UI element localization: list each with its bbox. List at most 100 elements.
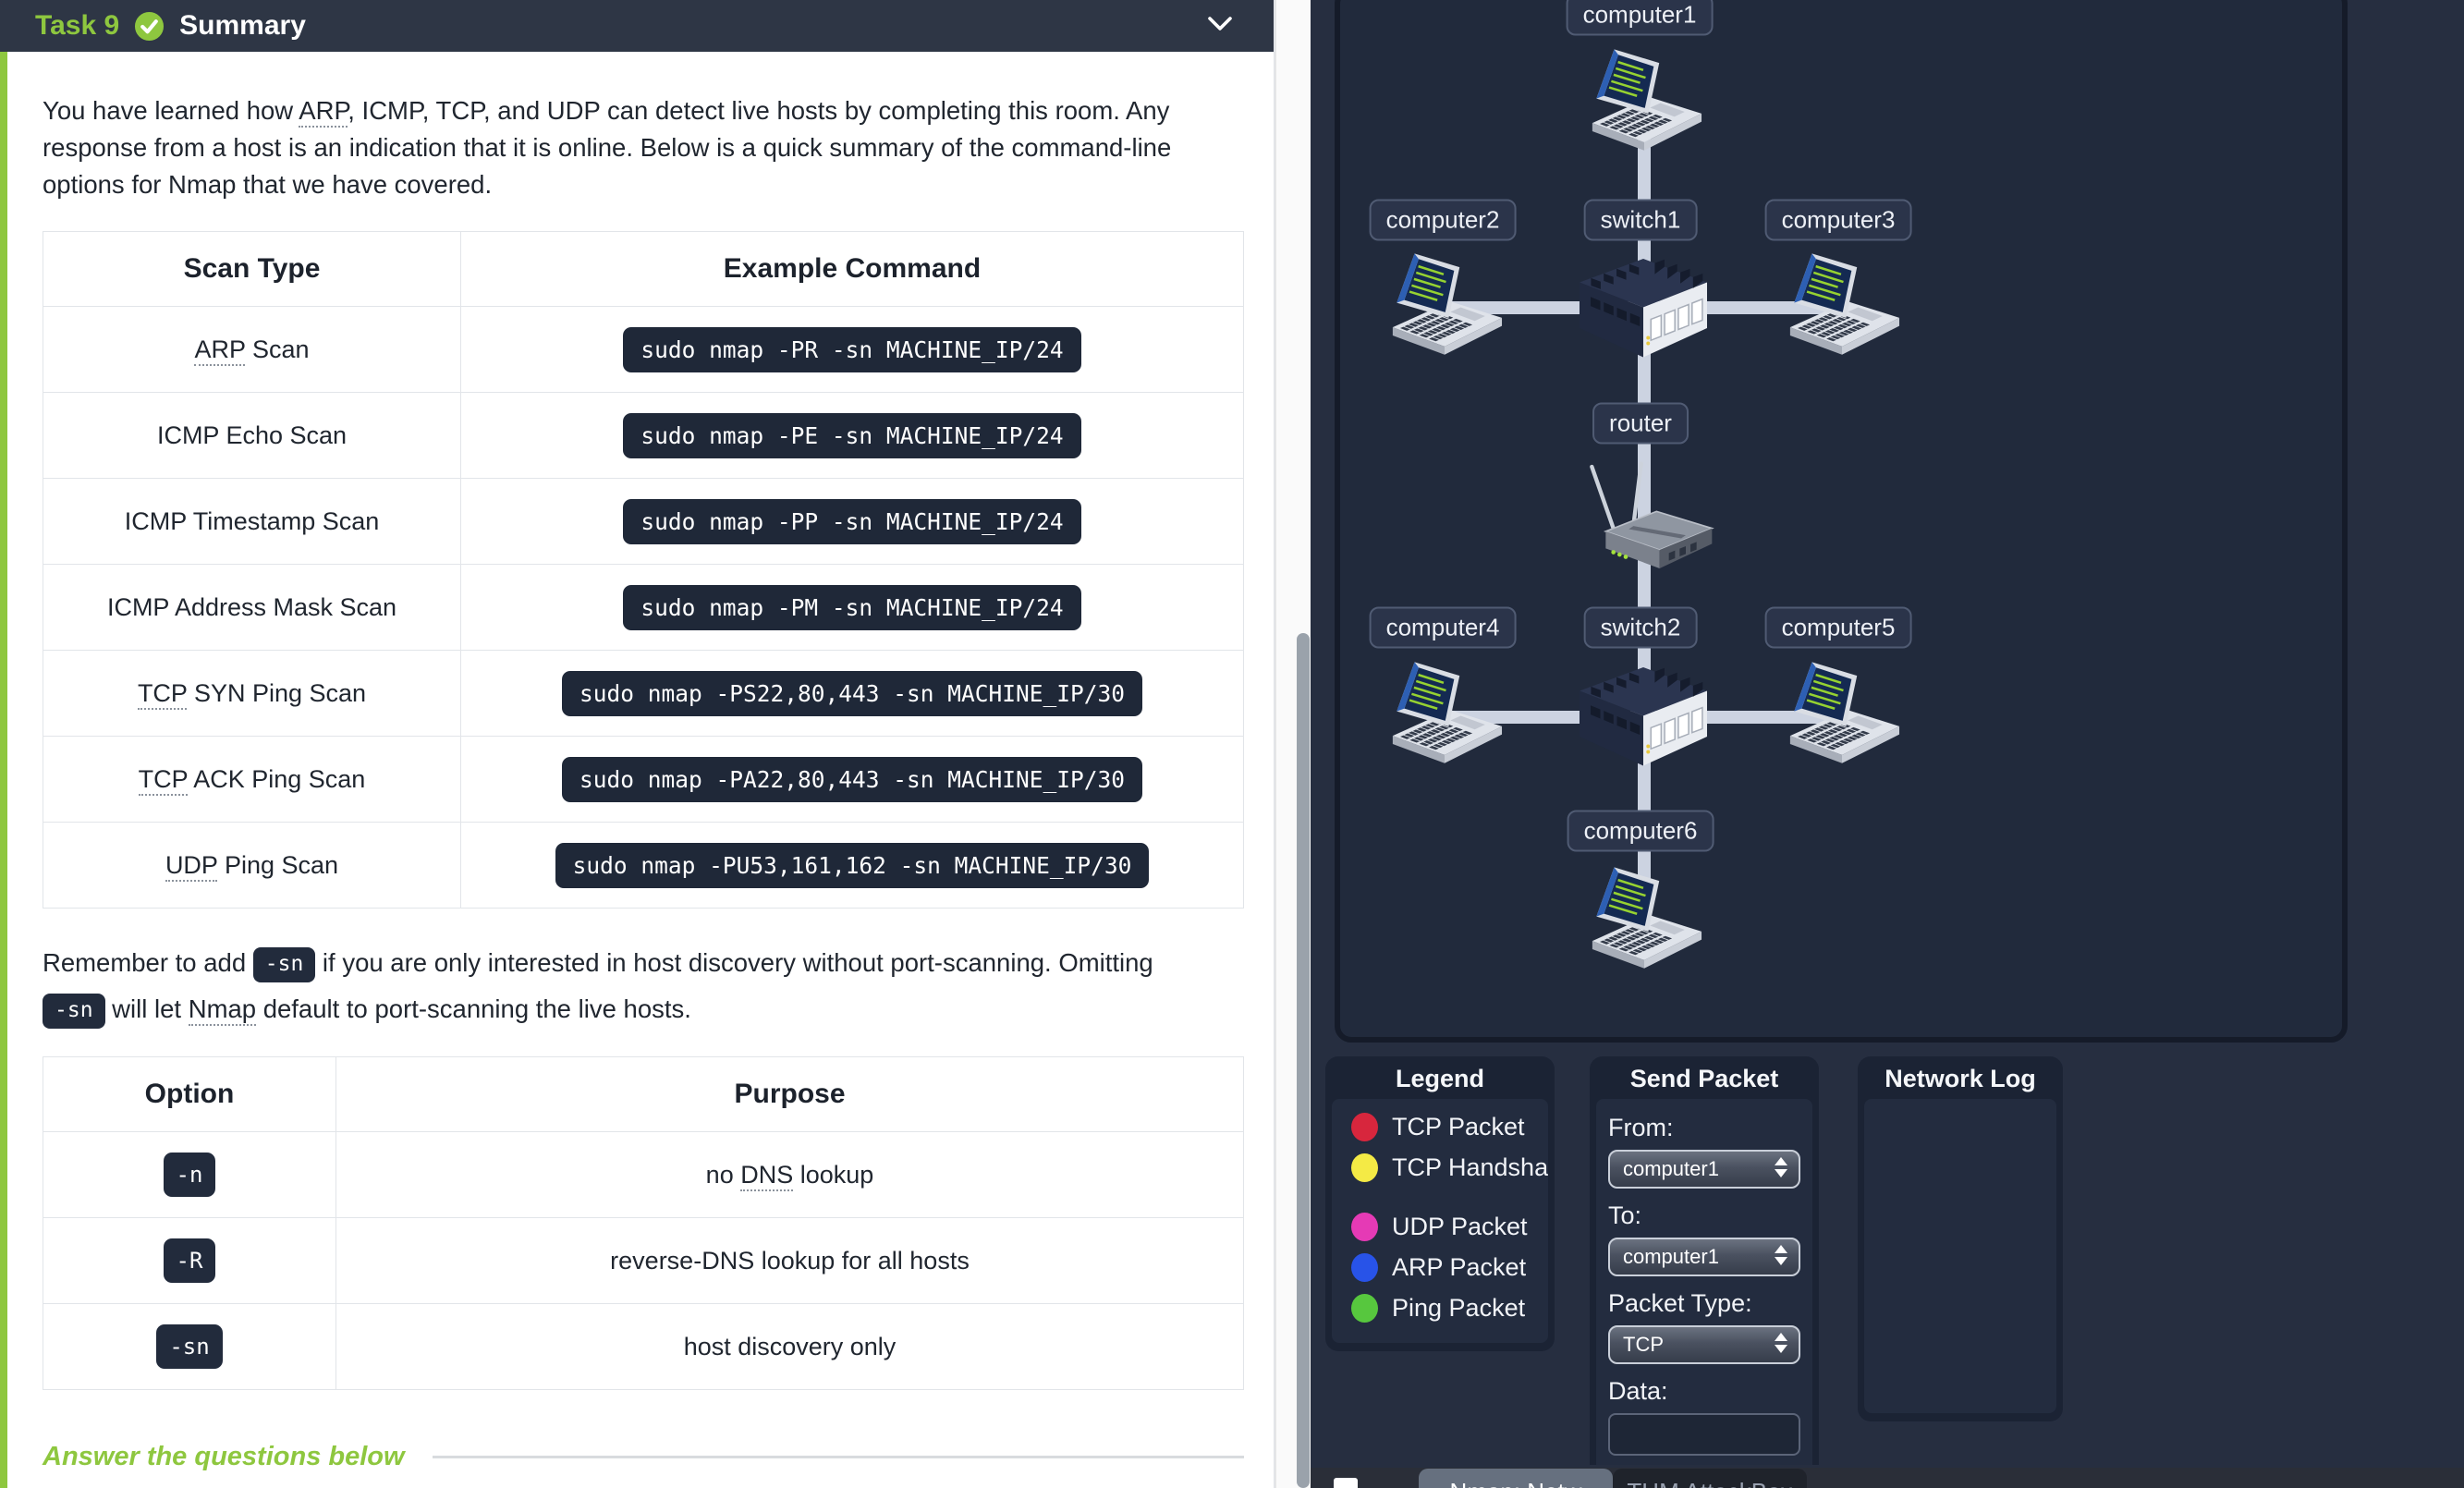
device-laptop-icon[interactable] xyxy=(1375,655,1514,775)
task-header[interactable]: Task 9 Summary xyxy=(0,0,1274,52)
packet-type-label: Packet Type: xyxy=(1608,1289,1752,1317)
scan-type-cell: ICMP Address Mask Scan xyxy=(43,564,461,651)
select-spinner-icon xyxy=(1775,1245,1787,1265)
device-laptop-icon[interactable] xyxy=(1773,247,1911,367)
glossary-term: Nmap xyxy=(188,994,257,1026)
chevron-down-icon[interactable] xyxy=(1207,15,1233,38)
answer-divider xyxy=(432,1456,1244,1458)
legend-spacer xyxy=(1332,1188,1548,1206)
command-chip: sudo nmap -PE -sn MACHINE_IP/24 xyxy=(623,412,1081,458)
note-paragraph: Remember to add -sn if you are only inte… xyxy=(43,940,1198,1032)
scan-type-cell: TCP ACK Ping Scan xyxy=(43,736,461,823)
task-content: You have learned how ARP, ICMP, TCP, and… xyxy=(43,52,1244,1472)
command-chip: sudo nmap -PR -sn MACHINE_IP/24 xyxy=(623,326,1081,372)
option-chip: -sn xyxy=(156,1324,223,1369)
network-log-title: Network Log xyxy=(1885,1065,2036,1092)
packet-type-select-value: TCP xyxy=(1623,1333,1664,1356)
command-chip: sudo nmap -PA22,80,443 -sn MACHINE_IP/30 xyxy=(561,756,1142,802)
network-node-label-router[interactable]: router xyxy=(1592,402,1689,445)
network-node-label-computer1[interactable]: computer1 xyxy=(1566,0,1714,36)
from-select[interactable]: computer1 xyxy=(1608,1150,1800,1189)
legend-color-dot xyxy=(1351,1252,1378,1282)
task-accent-bar xyxy=(0,52,7,1488)
device-router-icon[interactable] xyxy=(1566,457,1723,596)
from-select-value: computer1 xyxy=(1623,1157,1719,1180)
answer-section: Answer the questions below xyxy=(43,1442,1244,1472)
command-cell: sudo nmap -PM -sn MACHINE_IP/24 xyxy=(460,564,1244,651)
task-intro-paragraph: You have learned how ARP, ICMP, TCP, and… xyxy=(43,96,1172,199)
answer-heading: Answer the questions below xyxy=(43,1442,405,1471)
option-cell: -R xyxy=(43,1217,336,1304)
option-chip: -R xyxy=(163,1238,216,1283)
device-switch-icon[interactable] xyxy=(1574,663,1713,772)
network-diagram-panel: computer1 computer2 switch1 computer3 xyxy=(1335,0,2348,1043)
inline-code-chip: -sn xyxy=(252,946,316,982)
network-node-label-switch2[interactable]: switch2 xyxy=(1583,606,1698,649)
to-select[interactable]: computer1 xyxy=(1608,1238,1800,1276)
legend-item: Ping Packet xyxy=(1332,1287,1548,1328)
network-node-label-switch1[interactable]: switch1 xyxy=(1583,199,1698,241)
command-cell: sudo nmap -PA22,80,443 -sn MACHINE_IP/30 xyxy=(460,736,1244,823)
legend-item: ARP Packet xyxy=(1332,1247,1548,1287)
device-laptop-icon[interactable] xyxy=(1575,860,1714,981)
network-log-body xyxy=(1864,1099,2056,1413)
options-table-header-purpose: Purpose xyxy=(335,1056,1244,1132)
scan-table-header-type: Scan Type xyxy=(43,231,461,307)
from-label: From: xyxy=(1608,1114,1674,1141)
option-chip: -n xyxy=(163,1153,216,1197)
task-number-label: Task 9 xyxy=(35,10,120,41)
network-node-label-computer4[interactable]: computer4 xyxy=(1369,606,1517,649)
network-node-label-computer2[interactable]: computer2 xyxy=(1369,199,1517,241)
legend-item: TCP Packet xyxy=(1332,1106,1548,1147)
terminal-icon[interactable] xyxy=(1334,1478,1358,1488)
legend-label: ARP Packet xyxy=(1392,1252,1527,1281)
device-laptop-icon[interactable] xyxy=(1575,43,1714,163)
table-row: TCP ACK Ping Scan sudo nmap -PA22,80,443 … xyxy=(43,736,1244,823)
table-row: ICMP Address Mask Scan sudo nmap -PM -sn … xyxy=(43,564,1244,651)
task-panel: Task 9 Summary You have learned how ARP,… xyxy=(0,0,1275,1488)
data-input[interactable] xyxy=(1608,1413,1800,1456)
left-scrollbar-track[interactable] xyxy=(1275,0,1311,1488)
network-log-panel: Network Log xyxy=(1858,1056,2063,1421)
device-laptop-icon[interactable] xyxy=(1773,655,1911,775)
network-node-label-computer6[interactable]: computer6 xyxy=(1567,810,1714,852)
command-cell: sudo nmap -PP -sn MACHINE_IP/24 xyxy=(460,478,1244,565)
purpose-cell: reverse-DNS lookup for all hosts xyxy=(335,1217,1244,1304)
select-spinner-icon xyxy=(1775,1333,1787,1353)
purpose-cell: no DNS lookup xyxy=(335,1131,1244,1218)
legend-label: TCP Handshake xyxy=(1392,1153,1548,1181)
glossary-term: TCP xyxy=(137,678,188,710)
legend-title: Legend xyxy=(1395,1065,1484,1092)
command-chip: sudo nmap -PM -sn MACHINE_IP/24 xyxy=(623,584,1081,630)
packet-type-select[interactable]: TCP xyxy=(1608,1325,1800,1364)
legend-label: Ping Packet xyxy=(1392,1293,1526,1322)
select-spinner-icon xyxy=(1775,1157,1787,1177)
tab-nmap-network[interactable]: Nmap: Netw xyxy=(1419,1469,1613,1488)
scan-type-cell: TCP SYN Ping Scan xyxy=(43,650,461,737)
tab-thm-attackbox[interactable]: THM AttackBox xyxy=(1613,1469,1807,1488)
glossary-term: UDP xyxy=(165,850,218,882)
inline-code-chip: -sn xyxy=(43,993,105,1029)
to-select-value: computer1 xyxy=(1623,1245,1719,1268)
send-packet-title: Send Packet xyxy=(1629,1065,1779,1092)
device-switch-icon[interactable] xyxy=(1574,254,1713,363)
bottom-bar: Nmap: Netw THM AttackBox xyxy=(1311,1468,2464,1488)
scan-type-cell: ICMP Timestamp Scan xyxy=(43,478,461,565)
glossary-term: ARP xyxy=(194,335,246,366)
command-chip: sudo nmap -PU53,161,162 -sn MACHINE_IP/3… xyxy=(555,842,1150,888)
scan-table-header-command: Example Command xyxy=(460,231,1244,307)
network-node-label-computer3[interactable]: computer3 xyxy=(1764,199,1912,241)
device-laptop-icon[interactable] xyxy=(1375,247,1514,367)
scan-type-cell: UDP Ping Scan xyxy=(43,822,461,909)
legend-item: TCP Handshake xyxy=(1332,1147,1548,1188)
scrollbar-thumb[interactable] xyxy=(1297,633,1310,1488)
network-simulator: computer1 computer2 switch1 computer3 xyxy=(1311,0,2464,1488)
network-node-label-computer5[interactable]: computer5 xyxy=(1764,606,1912,649)
data-label: Data: xyxy=(1608,1377,1668,1405)
